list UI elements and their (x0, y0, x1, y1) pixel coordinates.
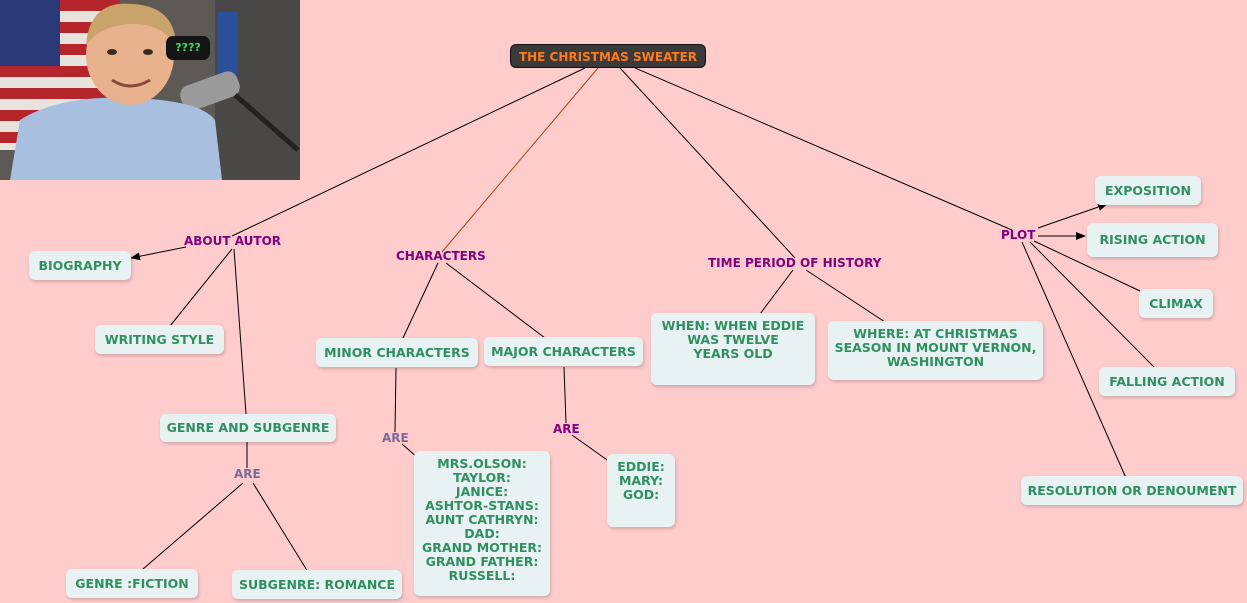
node-genre-and-subgenre[interactable]: GENRE AND SUBGENRE (160, 414, 336, 442)
minor-character: JANICE: (455, 484, 509, 499)
node-writing-style[interactable]: WRITING STYLE (95, 325, 224, 354)
link-root-plot (634, 67, 1013, 231)
node-when[interactable]: WHEN: WHEN EDDIE WAS TWELVE YEARS OLD (651, 313, 815, 385)
major-character: EDDIE: (617, 459, 665, 474)
link-major-are (563, 366, 567, 424)
link-are-genre (142, 482, 244, 570)
category-plot[interactable]: PLOT (1001, 228, 1036, 242)
node-minor-character-list[interactable]: MRS.OLSON: TAYLOR: JANICE: ASHTOR-STANS:… (414, 451, 550, 596)
node-major-character-list[interactable]: EDDIE: MARY: GOD: (607, 454, 675, 527)
minor-character: AUNT CATHRYN: (425, 512, 539, 527)
link-plot-climax (1033, 240, 1141, 292)
person (10, 3, 222, 180)
link-root-author (231, 67, 586, 237)
node-biography[interactable]: BIOGRAPHY (29, 251, 131, 280)
where-line: WHERE: AT CHRISTMAS (853, 326, 1018, 341)
minor-character: DAD: (464, 526, 500, 541)
node-resolution[interactable]: RESOLUTION OR DENOUMENT (1021, 476, 1243, 505)
node-genre-fiction[interactable]: GENRE :FICTION (66, 569, 198, 598)
link-plot-falling (1029, 241, 1156, 369)
when-line: YEARS OLD (693, 346, 773, 361)
link-root-time (619, 67, 796, 259)
photo-illustration (0, 0, 300, 180)
label-are-minor: ARE (382, 431, 409, 445)
node-minor-characters[interactable]: MINOR CHARACTERS (316, 338, 478, 367)
major-character: GOD: (622, 487, 660, 502)
link-plot-exposition (1037, 203, 1108, 229)
category-time-period[interactable]: TIME PERIOD OF HISTORY (708, 256, 882, 270)
question-bubble: ???? (166, 36, 210, 60)
node-where[interactable]: WHERE: AT CHRISTMAS SEASON IN MOUNT VERN… (828, 321, 1043, 380)
node-rising-action[interactable]: RISING ACTION (1087, 223, 1218, 257)
link-author-biography (130, 246, 187, 261)
node-climax[interactable]: CLIMAX (1139, 289, 1213, 318)
link-author-writing (169, 248, 233, 327)
link-root-characters (441, 67, 599, 253)
link-characters-major (445, 262, 546, 339)
link-plot-resolution (1021, 241, 1127, 479)
node-major-characters[interactable]: MAJOR CHARACTERS (484, 337, 643, 366)
link-time-when (759, 269, 794, 315)
where-line: SEASON IN MOUNT VERNON, (834, 340, 1037, 355)
link-are-majorlist (571, 434, 611, 463)
root-node[interactable]: THE CHRISTMAS SWEATER (510, 44, 706, 68)
minor-character: MRS.OLSON: (437, 456, 527, 471)
minor-character: TAYLOR: (453, 470, 511, 485)
minor-character: GRAND FATHER: (425, 554, 539, 569)
minor-character: ASHTOR-STANS: (425, 498, 539, 513)
node-exposition[interactable]: EXPOSITION (1095, 176, 1201, 205)
category-characters[interactable]: CHARACTERS (396, 249, 486, 263)
link-author-genre (233, 248, 247, 415)
author-photo (0, 0, 300, 180)
link-time-where (805, 269, 886, 323)
label-are-major: ARE (553, 422, 580, 436)
link-are-subgenre (252, 482, 309, 573)
major-character: MARY: (618, 473, 664, 488)
category-about-author[interactable]: ABOUT AUTOR (184, 234, 282, 248)
label-are-genre: ARE (234, 467, 261, 481)
when-line: WAS TWELVE (687, 332, 779, 347)
where-line: WASHINGTON (886, 354, 985, 369)
minor-character: GRAND MOTHER: (422, 540, 542, 555)
link-minor-are (394, 367, 397, 433)
node-falling-action[interactable]: FALLING ACTION (1099, 367, 1235, 396)
minor-character: RUSSELL: (448, 568, 516, 583)
when-line: WHEN: WHEN EDDIE (661, 318, 805, 333)
link-characters-minor (402, 262, 439, 339)
node-subgenre-romance[interactable]: SUBGENRE: ROMANCE (232, 570, 402, 599)
